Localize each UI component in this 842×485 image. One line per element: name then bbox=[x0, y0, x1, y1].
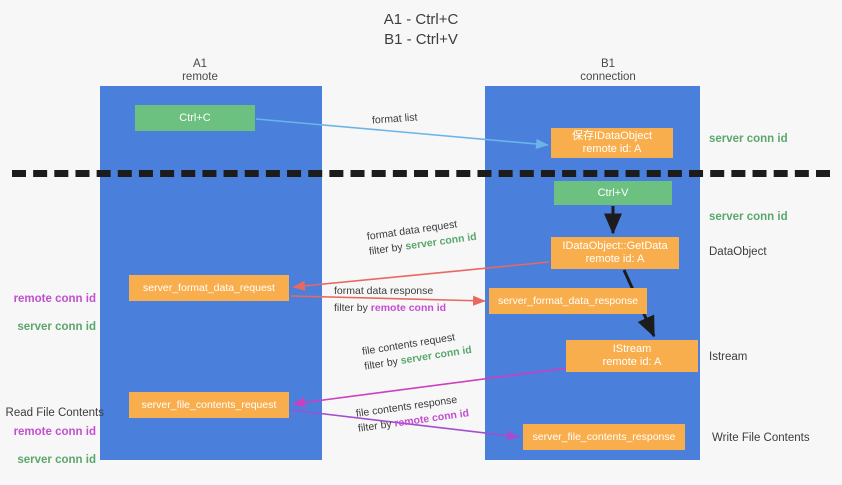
node-ctrl-v[interactable]: Ctrl+V bbox=[554, 181, 672, 205]
edge-label-format-data-response-line1: format data response bbox=[334, 285, 434, 297]
node-save-idataobject[interactable]: 保存IDataObject remote id: A bbox=[551, 128, 673, 158]
caption-write-file-contents: Write File Contents bbox=[712, 432, 810, 444]
caption-server-conn-id: server conn id bbox=[17, 321, 96, 333]
caption-dataobject: DataObject bbox=[709, 246, 767, 258]
caption-remote-conn-id-2: remote conn id bbox=[13, 426, 96, 438]
edge-label-file-contents-request-filter-prefix: filter by bbox=[363, 355, 402, 373]
caption-server-conn-id-mid: server conn id bbox=[709, 211, 788, 223]
edge-label-file-contents-request: file contents request filter by server c… bbox=[361, 328, 473, 375]
edge-label-format-data-request: format data request filter by server con… bbox=[366, 215, 478, 260]
page-title: A1 - Ctrl+C B1 - Ctrl+V bbox=[383, 11, 459, 48]
node-server-format-data-request[interactable]: server_format_data_request bbox=[129, 275, 289, 301]
edge-label-format-data-response: format data response filter by remote co… bbox=[334, 284, 446, 316]
node-istream[interactable]: IStream remote id: A bbox=[566, 340, 698, 372]
caption-conn-ids-file: remote conn id server conn id bbox=[0, 411, 96, 481]
caption-remote-conn-id: remote conn id bbox=[13, 293, 96, 305]
node-server-file-contents-response[interactable]: server_file_contents_response bbox=[523, 424, 685, 450]
node-server-format-data-response[interactable]: server_format_data_response bbox=[489, 288, 647, 314]
node-server-file-contents-request[interactable]: server_file_contents_request bbox=[129, 392, 289, 418]
edge-label-file-contents-response: file contents response filter by remote … bbox=[355, 391, 470, 436]
edge-label-format-list: format list bbox=[371, 111, 418, 127]
edge-label-file-contents-response-filter-prefix: filter by bbox=[357, 417, 396, 435]
edge-label-format-data-request-filter-prefix: filter by bbox=[368, 240, 407, 258]
caption-istream: Istream bbox=[709, 351, 748, 363]
lane-header-b1: B1 connection bbox=[580, 58, 636, 83]
phase-divider bbox=[12, 170, 830, 177]
caption-server-conn-id-top: server conn id bbox=[709, 133, 788, 145]
caption-read-file-contents: Read File Contents bbox=[5, 407, 104, 419]
edge-label-format-data-response-filter-prefix: filter by bbox=[334, 302, 371, 314]
lane-header-a1: A1 remote bbox=[182, 58, 218, 83]
caption-server-conn-id-2: server conn id bbox=[17, 454, 96, 466]
node-ctrl-c[interactable]: Ctrl+C bbox=[135, 105, 255, 131]
edge-label-format-data-response-filter-key: remote conn id bbox=[370, 302, 447, 314]
caption-conn-ids-format: remote conn id server conn id bbox=[0, 278, 96, 348]
node-idataobject-getdata[interactable]: IDataObject::GetData remote id: A bbox=[551, 237, 679, 269]
caption-read-file-contents-group: Read File Contents bbox=[0, 392, 104, 434]
